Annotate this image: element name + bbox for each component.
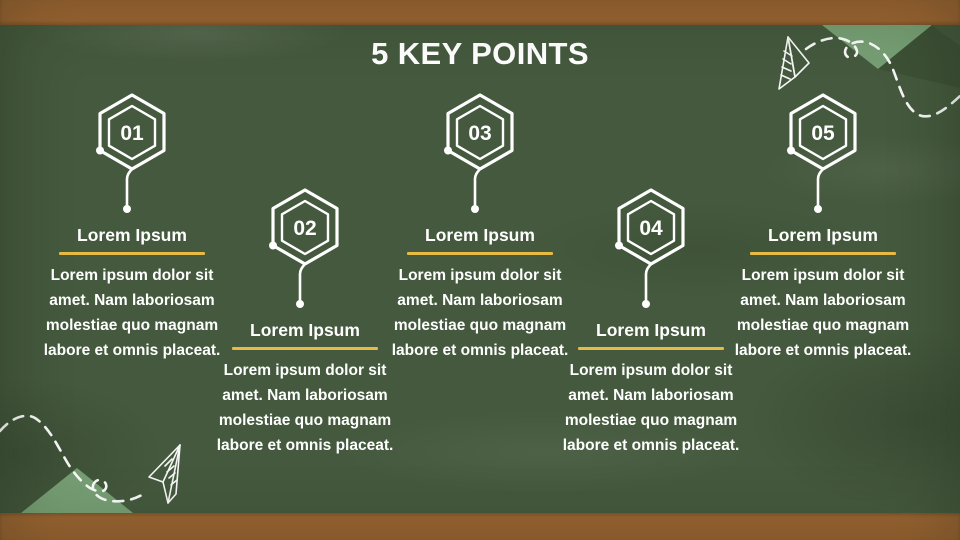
top-frame-bar xyxy=(0,0,960,25)
connector-dot xyxy=(642,300,650,308)
connector-dot xyxy=(615,241,623,250)
item-body: Lorem ipsum dolor sit amet. Nam laborios… xyxy=(734,267,912,359)
hexagon-number-badge: 02 xyxy=(269,188,339,308)
hexagon-number-badge: 01 xyxy=(96,93,166,213)
hexagon-inner-outline xyxy=(455,104,505,161)
item-heading: Lorem Ipsum xyxy=(77,225,187,245)
paper-airplane-icon xyxy=(148,444,181,504)
item-body: Lorem ipsum dolor sit amet. Nam laborios… xyxy=(562,362,740,454)
hexagon-number: 04 xyxy=(639,217,663,240)
connector-line xyxy=(125,167,134,208)
hexagon-number-badge: 03 xyxy=(444,93,514,213)
hexagon-number: 01 xyxy=(120,122,144,145)
key-point-item: 03 Lorem Ipsum Lorem ipsum dolor sit ame… xyxy=(377,92,583,363)
heading-underline xyxy=(59,252,205,255)
heading-underline xyxy=(232,347,378,350)
heading-underline xyxy=(750,252,896,255)
item-heading: Lorem Ipsum xyxy=(596,320,706,340)
corner-triangle xyxy=(21,468,133,513)
bottom-frame-bar xyxy=(0,513,960,540)
connector-dot xyxy=(269,241,277,250)
item-body: Lorem ipsum dolor sit amet. Nam laborios… xyxy=(391,267,569,359)
hexagon-number-badge: 04 xyxy=(615,188,685,308)
hexagon-number: 05 xyxy=(811,122,835,145)
heading-underline xyxy=(407,252,553,255)
hexagon-number: 02 xyxy=(293,217,316,240)
hexagon-number-badge: 05 xyxy=(787,93,857,213)
hexagon-inner-outline xyxy=(107,104,157,161)
item-body: Lorem ipsum dolor sit amet. Nam laborios… xyxy=(43,267,221,359)
connector-line xyxy=(816,167,825,208)
key-point-item: 04 Lorem Ipsum Lorem ipsum dolor sit ame… xyxy=(548,187,754,458)
connector-line xyxy=(298,262,307,303)
heading-underline xyxy=(578,347,724,350)
hexagon-inner-outline xyxy=(798,104,848,161)
hexagon-number: 03 xyxy=(468,122,491,145)
dashed-trail xyxy=(0,414,147,503)
connector-dot xyxy=(787,146,795,155)
key-point-item: 02 Lorem Ipsum Lorem ipsum dolor sit ame… xyxy=(202,187,408,458)
hexagon-inner-outline xyxy=(280,199,330,256)
connector-dot xyxy=(123,205,131,213)
slide-title: 5 KEY POINTS xyxy=(371,36,589,71)
connector-line xyxy=(644,262,653,303)
connector-dot xyxy=(96,146,104,155)
item-body: Lorem ipsum dolor sit amet. Nam laborios… xyxy=(216,362,394,454)
item-heading: Lorem Ipsum xyxy=(768,225,878,245)
connector-dot xyxy=(814,205,822,213)
connector-line xyxy=(473,167,482,208)
item-heading: Lorem Ipsum xyxy=(250,320,360,340)
connector-dot xyxy=(296,300,304,308)
hexagon-inner-outline xyxy=(626,199,676,256)
key-point-item: 05 Lorem Ipsum Lorem ipsum dolor sit ame… xyxy=(720,92,926,363)
item-heading: Lorem Ipsum xyxy=(425,225,535,245)
connector-dot xyxy=(471,205,479,213)
connector-dot xyxy=(444,146,452,155)
key-point-item: 01 Lorem Ipsum Lorem ipsum dolor sit ame… xyxy=(29,92,235,363)
